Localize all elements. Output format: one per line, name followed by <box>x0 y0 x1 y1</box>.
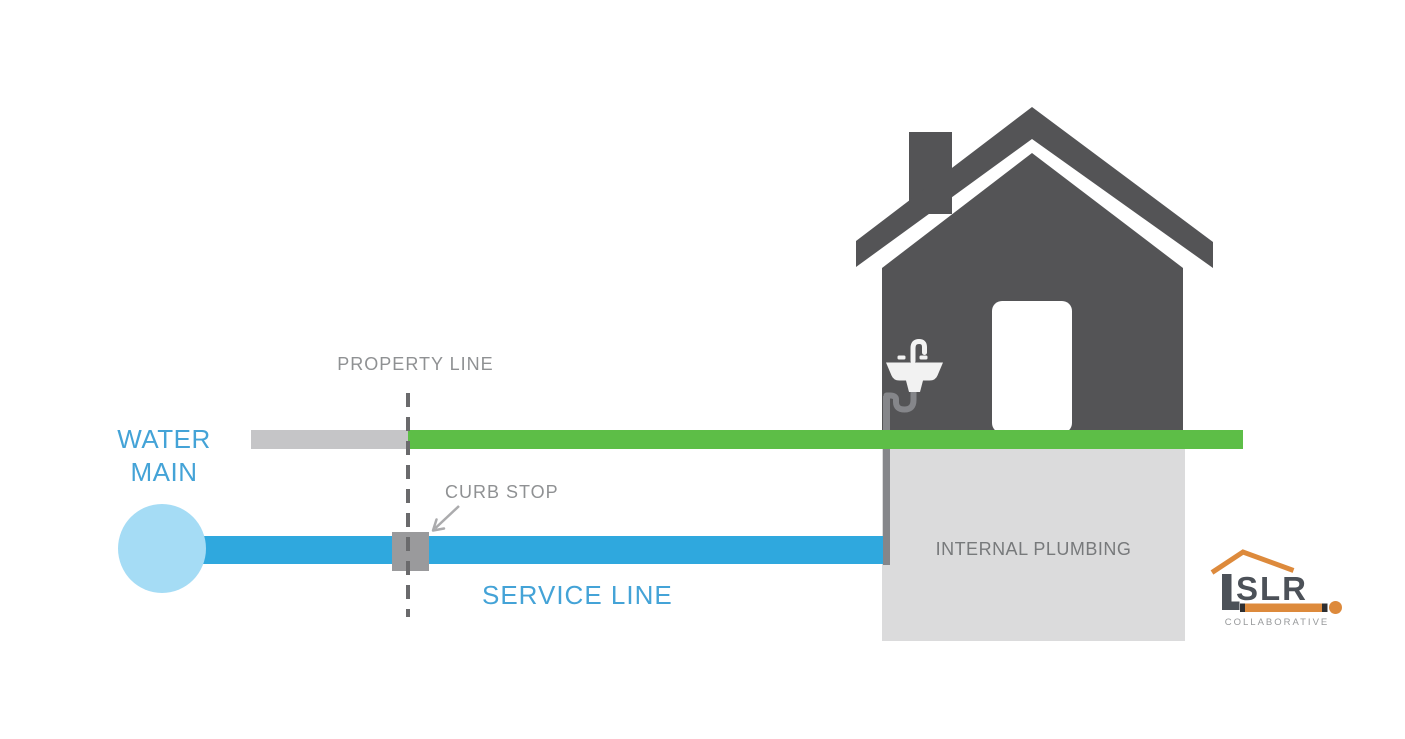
curb-stop-valve <box>392 532 429 571</box>
sink-basin <box>886 362 943 381</box>
faucet-icon <box>910 338 927 364</box>
arrow-icon <box>434 505 460 530</box>
service-line-pipe <box>203 536 883 564</box>
logo-subtitle: COLLABORATIVE <box>1224 617 1330 628</box>
logo-name: SLR <box>1236 570 1308 607</box>
faucet-handle-right <box>919 355 928 360</box>
house-body <box>882 153 1183 433</box>
water-main-label: WATER MAIN <box>117 424 211 488</box>
internal-plumbing-label: INTERNAL PLUMBING <box>935 539 1132 559</box>
door-icon <box>992 301 1072 433</box>
foundation-block <box>882 449 1185 641</box>
drain-trap-icon <box>883 382 917 413</box>
roof-icon <box>856 107 1213 268</box>
public-surface-bar <box>251 430 408 449</box>
pipe-coupling-right <box>1322 603 1328 612</box>
curb-stop-label: CURB STOP <box>445 482 559 502</box>
sink-faucet-icon <box>886 338 943 392</box>
arrow-head-icon <box>431 518 446 532</box>
pipe-valve-knob-icon <box>1329 601 1342 614</box>
private-surface-bar <box>408 430 1243 449</box>
service-line-label: SERVICE LINE <box>482 580 673 610</box>
chimney-icon <box>909 132 952 214</box>
faucet-handle-left <box>897 355 906 360</box>
property-line-label: PROPERTY LINE <box>337 354 494 374</box>
sink-pedestal <box>906 380 923 392</box>
water-main-circle <box>118 504 206 593</box>
